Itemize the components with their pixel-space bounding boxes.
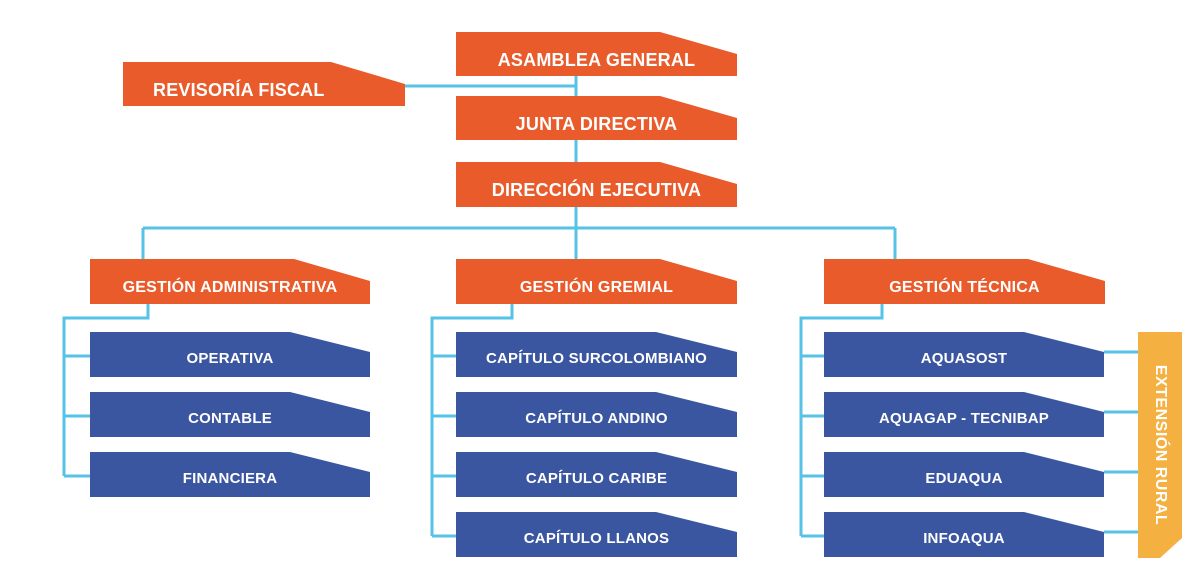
revisoria-fiscal-label: REVISORÍA FISCAL xyxy=(153,79,325,100)
unit-caribe-box: CAPÍTULO CARIBE xyxy=(456,452,737,497)
connector-gremial-units xyxy=(430,303,514,536)
connector-tecnica-units xyxy=(799,303,884,536)
unit-financiera-label: FINANCIERA xyxy=(182,470,278,487)
unit-caribe-label: CAPÍTULO CARIBE xyxy=(525,470,668,487)
unit-operativa-box: OPERATIVA xyxy=(90,332,370,377)
division-administrativa-label: GESTIÓN ADMINISTRATIVA xyxy=(122,278,338,296)
connector-administrativa-units xyxy=(62,303,150,476)
direccion-ejecutiva-label: DIRECCIÓN EJECUTIVA xyxy=(491,180,702,200)
unit-aquagap-label: AQUAGAP - TECNIBAP xyxy=(879,410,1049,427)
unit-contable-box: CONTABLE xyxy=(90,392,370,437)
unit-surcolombiano-box: CAPÍTULO SURCOLOMBIANO xyxy=(456,332,737,377)
direccion-ejecutiva-box: DIRECCIÓN EJECUTIVA xyxy=(456,162,737,207)
unit-contable-label: CONTABLE xyxy=(188,410,272,427)
junta-directiva-box: JUNTA DIRECTIVA xyxy=(456,96,737,140)
unit-infoaqua-label: INFOAQUA xyxy=(923,530,1005,547)
unit-eduaqua-label: EDUAQUA xyxy=(925,470,1003,487)
asamblea-general-label: ASAMBLEA GENERAL xyxy=(497,49,696,70)
unit-andino-label: CAPÍTULO ANDINO xyxy=(525,410,668,427)
division-administrativa-box: GESTIÓN ADMINISTRATIVA xyxy=(90,259,370,304)
junta-directiva-label: JUNTA DIRECTIVA xyxy=(515,113,678,134)
unit-eduaqua-box: EDUAQUA xyxy=(824,452,1104,497)
unit-llanos-label: CAPÍTULO LLANOS xyxy=(523,530,670,547)
unit-aquasost-box: AQUASOST xyxy=(824,332,1104,377)
division-gremial-box: GESTIÓN GREMIAL xyxy=(456,259,737,304)
unit-llanos-box: CAPÍTULO LLANOS xyxy=(456,512,737,557)
unit-andino-box: CAPÍTULO ANDINO xyxy=(456,392,737,437)
division-gremial-label: GESTIÓN GREMIAL xyxy=(519,278,674,296)
unit-surcolombiano-label: CAPÍTULO SURCOLOMBIANO xyxy=(485,350,708,367)
unit-financiera-box: FINANCIERA xyxy=(90,452,370,497)
unit-aquagap-box: AQUAGAP - TECNIBAP xyxy=(824,392,1104,437)
revisoria-fiscal-box: REVISORÍA FISCAL xyxy=(123,62,405,106)
extension-rural-label: EXTENSIÓN RURAL xyxy=(1152,364,1169,526)
unit-operativa-label: OPERATIVA xyxy=(186,350,274,367)
asamblea-general-box: ASAMBLEA GENERAL xyxy=(456,32,737,76)
division-tecnica-label: GESTIÓN TÉCNICA xyxy=(889,278,1040,296)
unit-aquasost-label: AQUASOST xyxy=(920,350,1008,367)
division-tecnica-box: GESTIÓN TÉCNICA xyxy=(824,259,1105,304)
unit-infoaqua-box: INFOAQUA xyxy=(824,512,1104,557)
extension-rural-label-box: EXTENSIÓN RURAL xyxy=(1138,332,1182,558)
